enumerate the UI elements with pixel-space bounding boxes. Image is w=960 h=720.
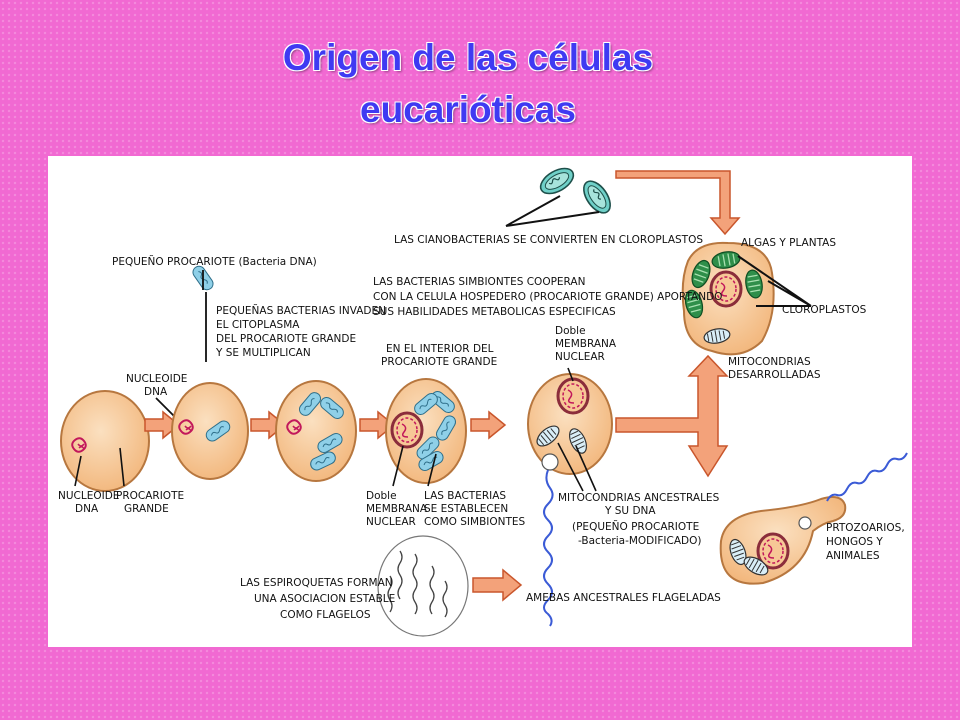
cell5-mito-pointers [557,442,597,492]
label-small-bacteria-invade: PEQUEÑAS BACTERIAS INVADEN EL CITOPLASMA… [215,304,389,359]
arrow-4 [470,411,506,439]
label-symbionts-established: LAS BACTERIAS SE ESTABLECEN COMO SIMBION… [424,490,526,528]
protozoa-cell [719,496,847,585]
label-nucleoid-bottom: NUCLEOIDE DNA [58,490,123,515]
cell-multiplied [275,380,357,482]
label-mito-ancestral: MITOCONDRIAS ANCESTRALES Y SU DNA (PEQUE… [558,492,723,547]
label-chloroplasts: CLOROPLASTOS [782,304,867,316]
cell-symbionts [385,378,467,484]
small-prokaryote-pointer [202,270,207,362]
cell4-pointers [392,445,437,487]
label-double-membrane-top: Doble MEMBRANA NUCLEAR [555,325,619,363]
chloroplast-pointer-lines [737,255,812,307]
label-mito-developed: MITOCONDRIAS DESARROLLADAS [728,356,821,381]
cell-invaded [171,382,249,480]
arrow-to-algae [615,170,741,236]
label-protozoa: PRTOZOARIOS, HONGOS Y ANIMALES [826,522,908,562]
label-double-membrane-bottom: Doble MEMBRANA NUCLEAR [366,490,430,528]
cyano-pointer-lines [505,195,600,227]
cell5-membrane-pointer [567,367,574,382]
label-small-prokaryote: PEQUEÑO PROCARIOTE (Bacteria DNA) [112,255,317,268]
protozoa-flagellum [826,452,908,502]
diagram-panel: LAS CIANOBACTERIAS SE CONVIERTEN EN CLOR… [48,156,912,647]
spirochetes [377,535,469,637]
label-interior: EN EL INTERIOR DEL PROCARIOTE GRANDE [381,343,497,368]
label-cyanobacteria: LAS CIANOBACTERIAS SE CONVIERTEN EN CLOR… [394,234,703,246]
algae-plant-cell [681,241,775,356]
label-large-prokaryote: PROCARIOTE GRANDE [116,490,187,515]
label-algae-plants: ALGAS Y PLANTAS [741,237,836,249]
page-title-line-2: eucarióticas [360,89,576,130]
label-symbionts-cooperate: LAS BACTERIAS SIMBIONTES COOPERAN CON LA… [373,276,726,318]
label-spirochetes: LAS ESPIROQUETAS FORMAN UNA ASOCIACION E… [240,577,399,621]
fork-arrow [615,354,729,478]
arrow-spirochetes [472,568,523,602]
endosymbiosis-diagram: LAS CIANOBACTERIAS SE CONVIERTEN EN CLOR… [58,162,908,637]
flagellum [543,469,554,627]
page-title-line-1: Origen de las células [282,37,654,78]
cyanobacterium-1 [535,162,579,200]
label-nucleoid-top: NUCLEOIDE DNA [126,373,191,398]
label-amoebas: AMEBAS ANCESTRALES FLAGELADAS [526,592,721,604]
cell-mitochondria-ancestral [527,373,613,475]
cell-large-prokaryote [60,390,150,492]
cell1-pointers [74,447,125,487]
